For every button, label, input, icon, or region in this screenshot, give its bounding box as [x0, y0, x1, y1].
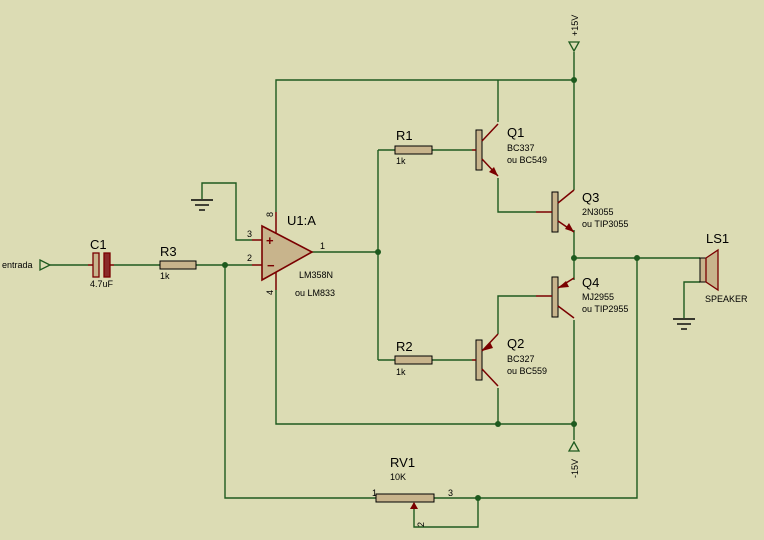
junction-dot — [475, 495, 481, 501]
wires — [50, 52, 700, 528]
junction-dot — [571, 421, 577, 427]
q4-alt: ou TIP2955 — [582, 304, 628, 314]
u1-pin-vcc: 8 — [265, 212, 275, 217]
q3-part: 2N3055 — [582, 207, 614, 217]
r2-value: 1k — [396, 367, 406, 377]
input-terminal[interactable]: entrada — [2, 258, 52, 272]
q1-ref: Q1 — [507, 125, 524, 140]
speaker-ls1[interactable]: LS1 SPEAKER — [699, 231, 748, 304]
junction-dot — [375, 249, 381, 255]
transistor-q3[interactable]: Q3 2N3055 ou TIP3055 — [536, 189, 628, 233]
vneg-label: -15V — [570, 459, 580, 478]
u1-pin-inv: 2 — [247, 253, 252, 263]
u1-minus-sign: − — [267, 258, 275, 273]
junction-dot — [634, 255, 640, 261]
c1-ref: C1 — [90, 237, 107, 252]
transistor-q1[interactable]: Q1 BC337 ou BC549 — [472, 123, 547, 177]
ground-symbol — [191, 199, 213, 211]
junctions — [222, 77, 640, 501]
r1-ref: R1 — [396, 128, 413, 143]
q4-part: MJ2955 — [582, 292, 614, 302]
u1-value: LM358N — [299, 270, 333, 280]
u1-pin-gnd: 4 — [265, 290, 275, 295]
junction-dot — [571, 255, 577, 261]
transistor-q2[interactable]: Q2 BC327 ou BC559 — [472, 333, 547, 387]
u1-pin-out: 1 — [320, 241, 325, 251]
junction-dot — [222, 262, 228, 268]
r3-value: 1k — [160, 271, 170, 281]
vpos-label: +15V — [570, 15, 580, 36]
q1-part: BC337 — [507, 143, 535, 153]
rv1-ref: RV1 — [390, 455, 415, 470]
ground-symbol-speaker — [673, 318, 695, 330]
c1-value: 4.7uF — [90, 279, 114, 289]
rv1-value: 10K — [390, 472, 406, 482]
junction-dot — [495, 421, 501, 427]
u1-ref: U1:A — [287, 213, 316, 228]
q2-alt: ou BC559 — [507, 366, 547, 376]
resistor-r1[interactable]: R1 1k — [394, 128, 433, 166]
ls1-value: SPEAKER — [705, 294, 748, 304]
rv1-pin3: 3 — [448, 488, 453, 498]
q1-alt: ou BC549 — [507, 155, 547, 165]
power-terminal-negative[interactable]: -15V — [567, 440, 581, 478]
q3-ref: Q3 — [582, 190, 599, 205]
r2-ref: R2 — [396, 339, 413, 354]
q4-ref: Q4 — [582, 275, 599, 290]
transistor-q4[interactable]: Q4 MJ2955 ou TIP2955 — [536, 275, 628, 319]
resistor-r2[interactable]: R2 1k — [394, 339, 433, 377]
power-terminal-positive[interactable]: +15V — [567, 15, 581, 53]
capacitor-c1[interactable]: C1 4.7uF — [88, 237, 114, 289]
ls1-ref: LS1 — [706, 231, 729, 246]
rv1-pin1: 1 — [372, 488, 377, 498]
r3-ref: R3 — [160, 244, 177, 259]
resistor-r3[interactable]: R3 1k — [159, 244, 197, 281]
u1-plus-sign: + — [266, 233, 274, 248]
rv1-pin2: 2 — [416, 522, 426, 527]
r1-value: 1k — [396, 156, 406, 166]
junction-dot — [571, 77, 577, 83]
q3-alt: ou TIP3055 — [582, 219, 628, 229]
input-label: entrada — [2, 260, 33, 270]
potentiometer-rv1[interactable]: RV1 10K 1 3 2 — [372, 455, 453, 527]
u1-pin-noninv: 3 — [247, 229, 252, 239]
q2-ref: Q2 — [507, 336, 524, 351]
u1-alt: ou LM833 — [295, 288, 335, 298]
q2-part: BC327 — [507, 354, 535, 364]
opamp-u1[interactable]: + − U1:A LM358N ou LM833 1 2 3 8 4 — [247, 212, 335, 298]
